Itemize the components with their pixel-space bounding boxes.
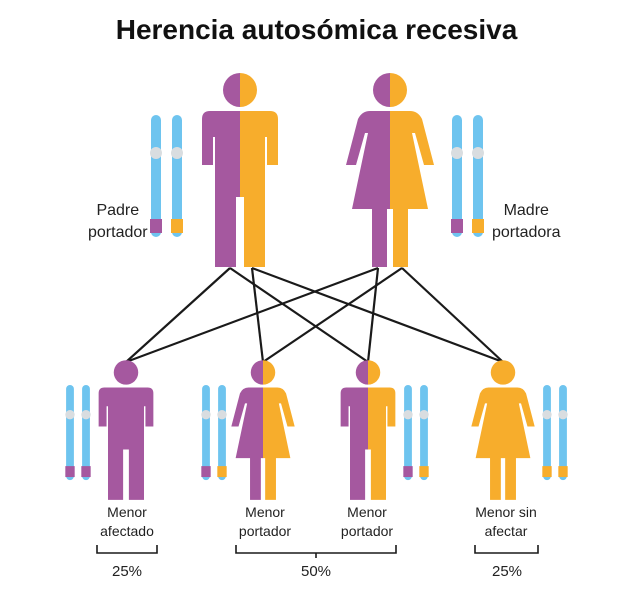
page-title: Herencia autosómica recesiva [115,14,518,45]
line-mother-child1 [125,266,379,364]
child3-figure-icon [340,360,396,500]
child2-chromosomes [201,385,227,481]
child1-figure-icon [98,360,154,500]
child3-chromosomes [403,385,429,481]
percentage-unaffected: 25% [491,563,523,580]
percentage-brackets [96,545,539,558]
mother-chromosomes [451,115,484,237]
line-mother-child2 [262,267,403,363]
child2-label-line2: portador [238,523,292,539]
mother-figure-icon [346,73,434,267]
father-chromosomes [150,115,183,237]
father-label-line2: portador [88,224,148,241]
mother-label: Madre portadora [492,200,561,244]
child2-label: Menor portador [218,503,312,541]
line-father-child1 [125,267,231,363]
child4-label-line2: afectar [484,523,528,539]
line-father-child4 [251,266,504,364]
child2-label-line1: Menor [245,504,285,520]
child4-label-line1: Menor sin [475,504,537,520]
line-mother-child3 [366,267,380,363]
percentage-affected: 25% [111,563,143,580]
child2-figure-icon [231,360,295,500]
child1-chromosomes [65,385,91,481]
line-mother-child4 [401,267,504,363]
child1-label-line2: afectado [100,523,154,539]
child4-label: Menor sin afectar [459,503,553,541]
inheritance-lines [125,266,504,364]
child4-figure-icon [471,360,535,500]
child3-label-line1: Menor [347,504,387,520]
child1-label: Menor afectado [80,503,174,541]
father-figure-icon [202,73,278,267]
bracket-carriers [235,545,397,554]
percentage-carriers: 50% [300,563,332,580]
bracket-unaffected [474,545,539,554]
father-label-line1: Padre [96,202,140,219]
mother-label-line1: Madre [503,202,549,219]
child3-label: Menor portador [320,503,414,541]
mother-label-line2: portadora [492,224,561,241]
child3-label-line2: portador [340,523,394,539]
child1-label-line1: Menor [107,504,147,520]
line-father-child2 [250,267,265,363]
bracket-affected [96,545,158,554]
child4-chromosomes [542,385,568,481]
father-label: Padre portador [88,200,148,244]
